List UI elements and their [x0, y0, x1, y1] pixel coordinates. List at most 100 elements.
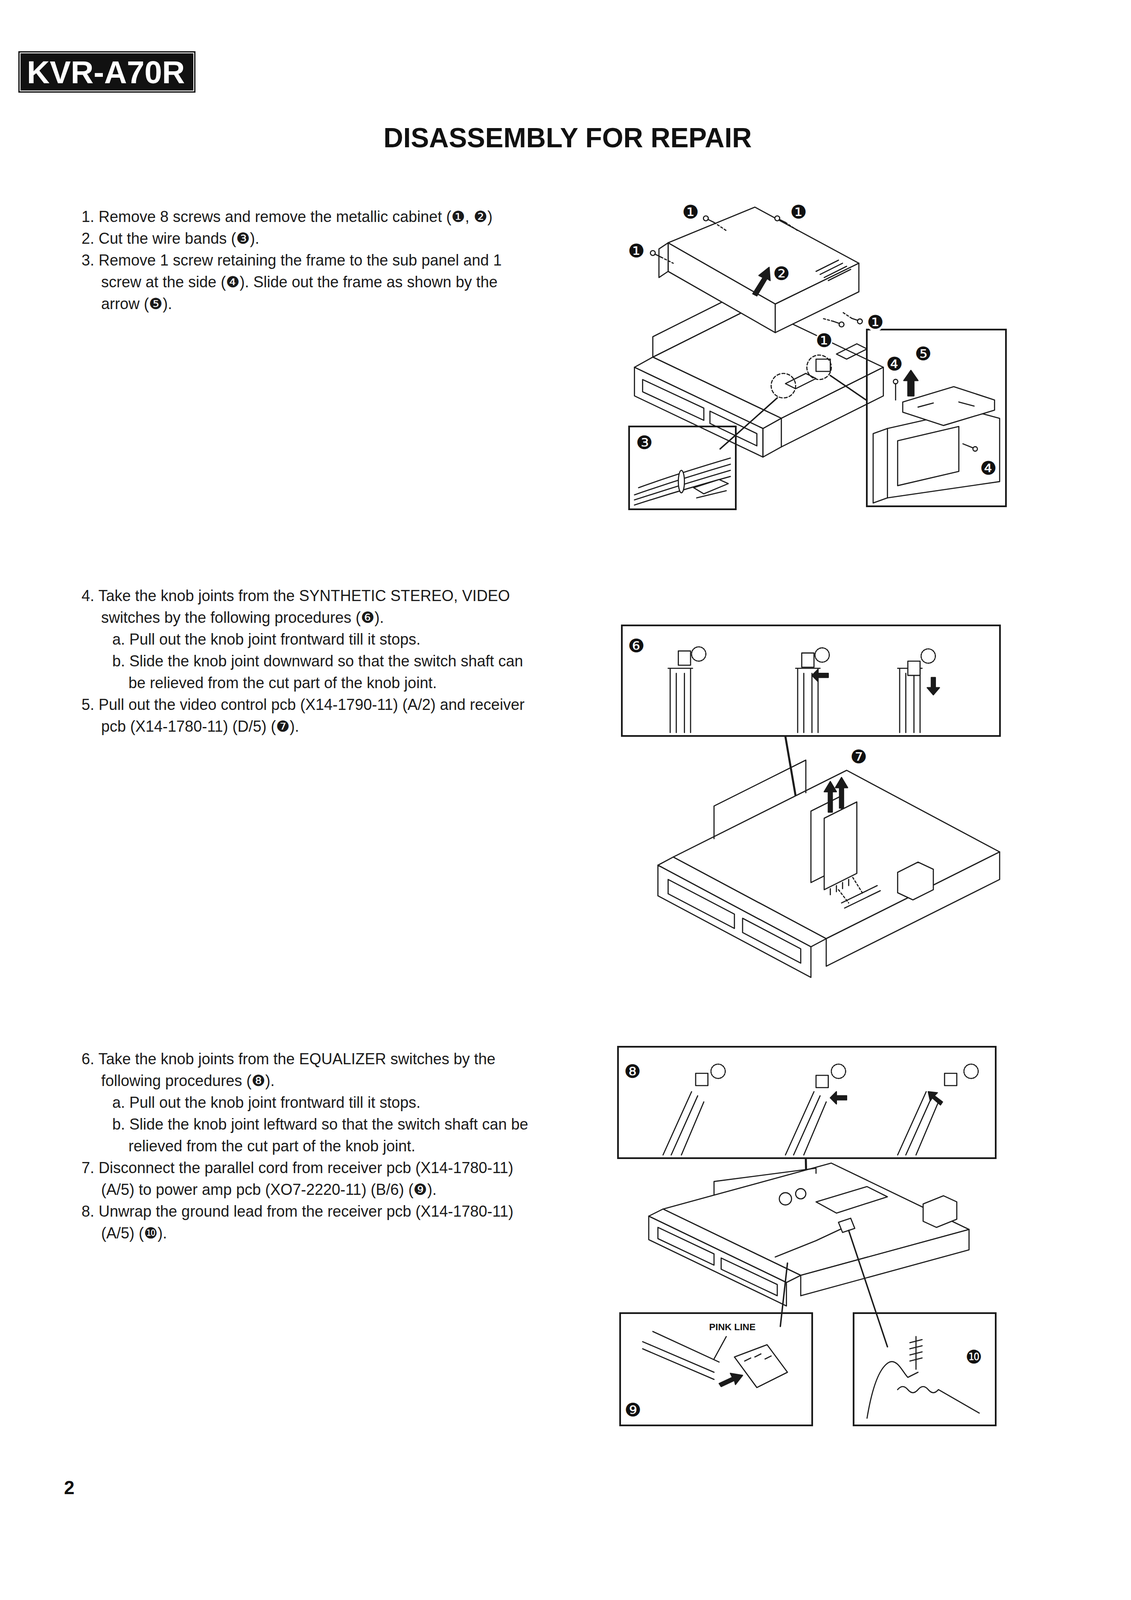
- pcb-removal-figure: [742, 918, 801, 963]
- procedure-step: 1. Remove 8 screws and remove the metall…: [81, 205, 534, 228]
- cord-removal-figure: [795, 1188, 806, 1199]
- instruction-column: 1. Remove 8 screws and remove the metall…: [81, 205, 534, 315]
- frame-removal-detail: [897, 426, 959, 486]
- cabinet-drawing: [650, 250, 662, 257]
- procedure-step: 7. Disconnect the parallel cord from rec…: [81, 1156, 534, 1201]
- callout-number: ❶: [866, 312, 884, 332]
- knob-joint-detail: [907, 661, 921, 676]
- procedure-step: 2. Cut the wire bands (❸).: [81, 227, 534, 250]
- inset-frame: ❽: [617, 1045, 997, 1159]
- equalizer-knob-detail: [711, 1063, 726, 1079]
- callout-number: ❿: [965, 1347, 983, 1367]
- equalizer-knob-detail: [964, 1063, 979, 1079]
- knob-joint-detail: [811, 669, 828, 682]
- frame-removal-detail: [873, 370, 1000, 504]
- equalizer-knob-detail: [663, 1091, 705, 1155]
- cabinet-drawing: [719, 375, 866, 449]
- ground-lead-detail: [867, 1361, 919, 1419]
- chassis-drawing: [709, 411, 757, 446]
- inset-frame: ❸: [628, 425, 737, 511]
- pcb-removal-figure: [824, 781, 837, 813]
- callout-number: ❷: [772, 264, 790, 283]
- cord-removal-figure: [658, 1227, 715, 1265]
- callout-number: ❶: [789, 202, 807, 222]
- inset-frame: ❿: [852, 1311, 997, 1426]
- ground-lead-detail: [897, 1386, 980, 1413]
- wire-band-detail: [696, 490, 726, 499]
- chassis-drawing: [785, 373, 817, 389]
- callout-number: ❶: [627, 241, 645, 261]
- cabinet-drawing: [703, 215, 715, 223]
- model-name: KVR-A70R: [26, 54, 185, 91]
- callout-number: ❼: [850, 747, 867, 767]
- procedure-step: 5. Pull out the video control pcb (X14-1…: [81, 693, 534, 738]
- chassis-drawing: [806, 355, 831, 380]
- cabinet-drawing: [833, 321, 845, 327]
- parallel-cord-detail: [734, 1344, 788, 1388]
- chassis-drawing: [816, 358, 831, 372]
- inset-frame: ❻: [620, 624, 1001, 737]
- knob-joint-detail: [691, 646, 706, 661]
- procedure-substep: a. Pull out the knob joint frontward til…: [112, 628, 534, 651]
- cord-removal-figure: [648, 1163, 969, 1347]
- callout-number: ❺: [914, 344, 932, 364]
- chassis-drawing: [642, 379, 704, 421]
- chassis-drawing: [836, 343, 868, 359]
- parallel-cord-detail: [714, 1336, 727, 1359]
- chassis-drawing: [771, 373, 796, 398]
- cord-removal-figure: [775, 1226, 847, 1257]
- wire-band-detail: [678, 470, 685, 493]
- pcb-removal-figure: [897, 862, 934, 900]
- pcb-removal-figure: [835, 777, 848, 808]
- inset-frame: ❹❺❹: [865, 328, 1007, 508]
- knob-joint-detail: [678, 650, 691, 665]
- frame-removal-detail: [894, 383, 897, 400]
- frame-removal-detail: [873, 428, 888, 503]
- wire-band-detail: [634, 457, 731, 505]
- cabinet-drawing: [661, 222, 852, 322]
- equalizer-knob-detail: [695, 1072, 709, 1086]
- page-number: 2: [64, 1476, 75, 1499]
- cabinet-drawing: [774, 215, 786, 223]
- chassis-drawing: [634, 367, 764, 457]
- ground-lead-detail: [867, 1336, 980, 1418]
- cord-removal-figure: [816, 1186, 888, 1213]
- wire-band-detail: [634, 463, 731, 495]
- procedure-substep: b. Slide the knob joint downward so that…: [112, 650, 534, 694]
- parallel-cord-detail: [744, 1353, 772, 1362]
- knob-joint-detail: [897, 667, 922, 733]
- callout-number: ❶: [815, 331, 833, 350]
- procedure-step: 8. Unwrap the ground lead from the recei…: [81, 1200, 534, 1244]
- cord-removal-figure: [780, 1230, 888, 1347]
- callout-number: ❾: [624, 1400, 642, 1420]
- equalizer-knob-detail: [944, 1072, 957, 1086]
- equalizer-knob-detail: [928, 1091, 943, 1105]
- instruction-column: 6. Take the knob joints from the EQUALIZ…: [81, 1047, 534, 1244]
- knob-joint-detail: [927, 677, 940, 695]
- procedure-substep: a. Pull out the knob joint frontward til…: [112, 1091, 534, 1114]
- cabinet-drawing: [650, 206, 866, 449]
- knob-joint-detail: [921, 648, 936, 663]
- cord-removal-figure: [721, 1257, 778, 1296]
- wire-band-detail: [634, 470, 731, 500]
- callout-number: ❸: [635, 433, 653, 452]
- pcb-removal-figure: [714, 760, 806, 839]
- pcb-removal-figure: [824, 801, 857, 890]
- callout-number: ❻: [627, 636, 645, 656]
- chassis-drawing: [763, 418, 782, 458]
- callout-number: ❹: [886, 354, 903, 374]
- cord-removal-figure: [648, 1215, 787, 1306]
- cord-removal-figure: [779, 1192, 792, 1205]
- ground-lead-detail: [909, 1339, 923, 1361]
- cord-removal-figure: [838, 1218, 855, 1233]
- pcb-removal-figure: [841, 885, 881, 909]
- pcb-removal-figure: [830, 879, 849, 895]
- procedure-substep: b. Slide the knob joint leftward so that…: [112, 1113, 534, 1157]
- callout-number: ❽: [623, 1061, 641, 1081]
- cabinet-drawing: [816, 259, 851, 281]
- frame-removal-detail: [973, 446, 978, 452]
- pcb-removal-figure: [658, 865, 812, 978]
- pcb-removal-figure: [667, 879, 735, 929]
- chassis-drawing: [781, 367, 884, 447]
